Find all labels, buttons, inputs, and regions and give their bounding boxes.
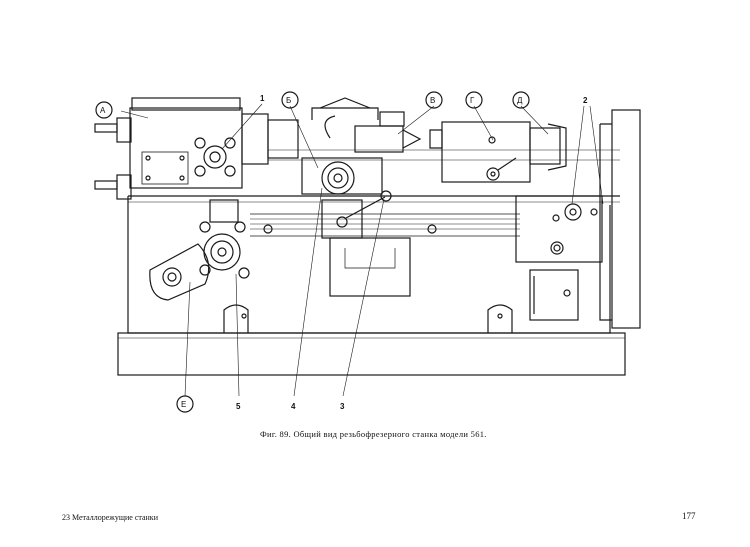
label-3: 3 <box>340 402 345 411</box>
tailstock <box>441 121 531 183</box>
machine-base <box>117 332 626 376</box>
label-a: А <box>100 106 106 115</box>
page-number: 177 <box>682 511 696 521</box>
label-b: Б <box>286 96 291 105</box>
label-d: Д <box>517 96 523 105</box>
label-5: 5 <box>236 402 241 411</box>
footer-section-title: 23 Металлорежущие станки <box>62 513 158 522</box>
label-g: Г <box>470 96 475 105</box>
label-4: 4 <box>291 402 296 411</box>
label-v: В <box>430 96 435 105</box>
figure-caption: Фиг. 89. Общий вид резьбофрезерного стан… <box>260 429 487 439</box>
label-1: 1 <box>260 94 265 103</box>
label-e: Е <box>181 400 186 409</box>
machine-bed <box>127 196 611 334</box>
label-2: 2 <box>583 96 588 105</box>
